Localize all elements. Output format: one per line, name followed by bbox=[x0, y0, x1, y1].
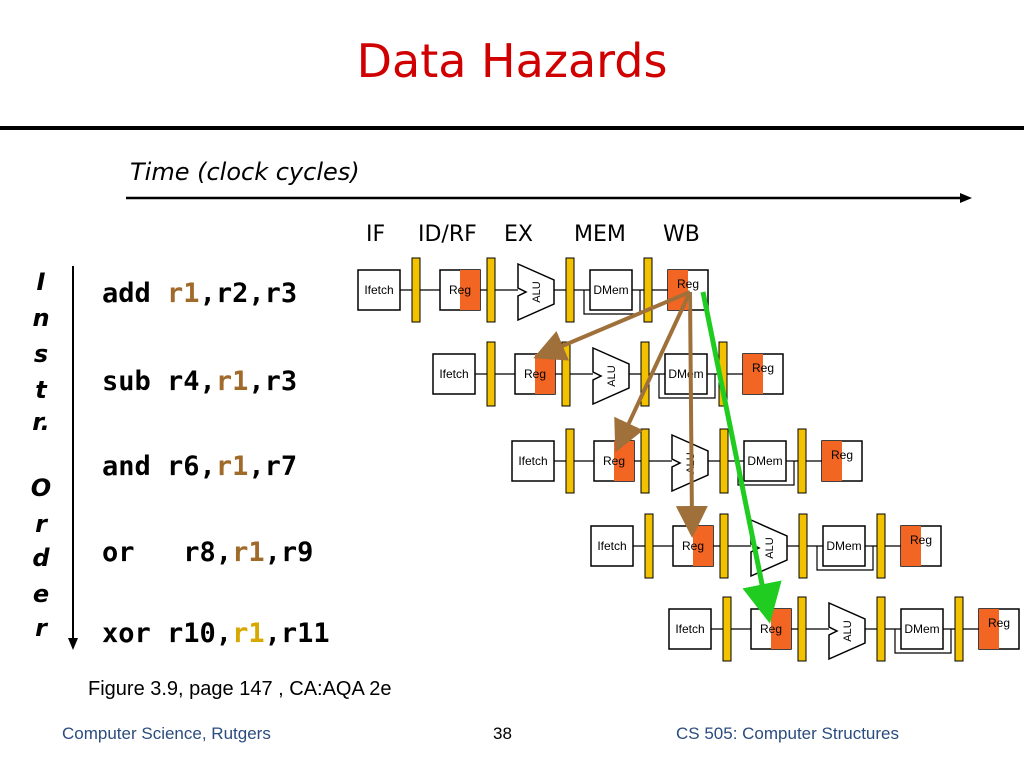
ifetch-box bbox=[357, 269, 401, 311]
alu-label: ALU bbox=[842, 620, 854, 641]
reg-read-label: Reg bbox=[760, 622, 782, 636]
vertical-label-char: d bbox=[32, 544, 50, 572]
pipeline-latch bbox=[643, 257, 653, 323]
pipeline-latch bbox=[876, 596, 886, 662]
footer-left: Computer Science, Rutgers bbox=[62, 724, 271, 743]
pipeline-latch bbox=[797, 596, 807, 662]
pipeline-latch bbox=[719, 513, 729, 579]
dmem-bypass-wire bbox=[658, 374, 716, 399]
ifetch-label: Ifetch bbox=[439, 367, 468, 381]
hazard-arrow bbox=[533, 290, 691, 361]
pipeline-latch bbox=[876, 513, 886, 579]
dmem-label: DMem bbox=[593, 283, 628, 297]
reg-read-label: Reg bbox=[449, 283, 471, 297]
pipeline-latch bbox=[486, 341, 496, 407]
ifetch-box bbox=[432, 353, 476, 395]
hazard-arrow bbox=[614, 291, 692, 453]
title-divider bbox=[0, 126, 1024, 130]
ifetch-label: Ifetch bbox=[518, 454, 547, 468]
dmem-label: DMem bbox=[904, 622, 939, 636]
vertical-label-char: n bbox=[32, 304, 50, 332]
vertical-label-char: s bbox=[33, 340, 49, 368]
pipeline-latch bbox=[722, 596, 732, 662]
alu-label: ALU bbox=[764, 537, 776, 558]
footer-right: CS 505: Computer Structures bbox=[676, 724, 899, 743]
ifetch-box bbox=[668, 608, 712, 650]
alu-label: ALU bbox=[531, 281, 543, 302]
pipeline-latch bbox=[640, 341, 650, 407]
pipeline-latch bbox=[565, 428, 575, 494]
vertical-label-char: r bbox=[35, 510, 47, 538]
vertical-label-char: e bbox=[32, 580, 50, 608]
slide-title: Data Hazards bbox=[356, 34, 668, 88]
slide-number: 38 bbox=[493, 724, 512, 743]
reg-write-label: Reg bbox=[752, 361, 774, 375]
pipeline-latch bbox=[719, 428, 729, 494]
reg-write-fill bbox=[901, 526, 921, 566]
alu-shape bbox=[828, 601, 866, 661]
no-hazard-arrow bbox=[700, 291, 782, 624]
dmem-bypass-wire bbox=[583, 290, 641, 315]
pipeline-latch bbox=[644, 513, 654, 579]
dmem-bypass-wire bbox=[816, 546, 874, 571]
reg-write-fill bbox=[979, 609, 999, 649]
reg-read-fill bbox=[460, 270, 480, 310]
ifetch-label: Ifetch bbox=[675, 622, 704, 636]
ifetch-label: Ifetch bbox=[364, 283, 393, 297]
stage-label-ex: EX bbox=[504, 222, 533, 247]
dmem-box bbox=[743, 440, 787, 482]
reg-read-label: Reg bbox=[603, 454, 625, 468]
reg-write-label: Reg bbox=[677, 277, 699, 291]
reg-read-label: Reg bbox=[682, 539, 704, 553]
pipeline-latch bbox=[797, 428, 807, 494]
pipeline-latch bbox=[798, 513, 808, 579]
instruction-xor: xor r10,r1,r11 bbox=[102, 618, 330, 649]
vertical-label-char: t bbox=[35, 376, 47, 404]
pipeline-latch bbox=[486, 257, 496, 323]
dmem-box bbox=[822, 525, 866, 567]
time-axis-label: Time (clock cycles) bbox=[130, 158, 360, 186]
reg-write-label: Reg bbox=[988, 616, 1010, 630]
instruction-sub: sub r4,r1,r3 bbox=[102, 366, 298, 397]
reg-write-fill bbox=[743, 354, 763, 394]
ifetch-label: Ifetch bbox=[597, 539, 626, 553]
vertical-label-char: r. bbox=[32, 408, 50, 436]
reg-write-label: Reg bbox=[831, 448, 853, 462]
reg-read-fill bbox=[535, 354, 555, 394]
vertical-label-char: O bbox=[30, 474, 52, 502]
instruction-or: or r8,r1,r9 bbox=[102, 537, 314, 568]
alu-shape bbox=[517, 262, 555, 322]
vertical-label-char: r bbox=[35, 614, 47, 642]
pipeline-latch bbox=[561, 341, 571, 407]
pipeline-latch bbox=[954, 596, 964, 662]
stage-label-if: IF bbox=[366, 222, 386, 247]
stage-label-idrf: ID/RF bbox=[418, 222, 477, 247]
dmem-label: DMem bbox=[826, 539, 861, 553]
dmem-label: DMem bbox=[747, 454, 782, 468]
stage-label-wb: WB bbox=[663, 222, 700, 247]
instruction-and: and r6,r1,r7 bbox=[102, 451, 298, 482]
reg-read-label: Reg bbox=[524, 367, 546, 381]
pipeline-latch bbox=[640, 428, 650, 494]
stage-label-mem: MEM bbox=[574, 222, 626, 247]
figure-caption: Figure 3.9, page 147 , CA:AQA 2e bbox=[88, 678, 392, 700]
pipeline-latch bbox=[565, 257, 575, 323]
reg-write-fill bbox=[822, 441, 842, 481]
instruction-add: add r1,r2,r3 bbox=[102, 278, 298, 309]
dmem-bypass-wire bbox=[894, 629, 952, 654]
hazard-arrow bbox=[675, 291, 708, 538]
dmem-label: DMem bbox=[668, 367, 703, 381]
reg-write-label: Reg bbox=[910, 533, 932, 547]
pipeline-latch bbox=[411, 257, 421, 323]
alu-shape bbox=[592, 346, 630, 406]
vertical-label-char: I bbox=[36, 268, 46, 296]
alu-label: ALU bbox=[606, 365, 618, 386]
